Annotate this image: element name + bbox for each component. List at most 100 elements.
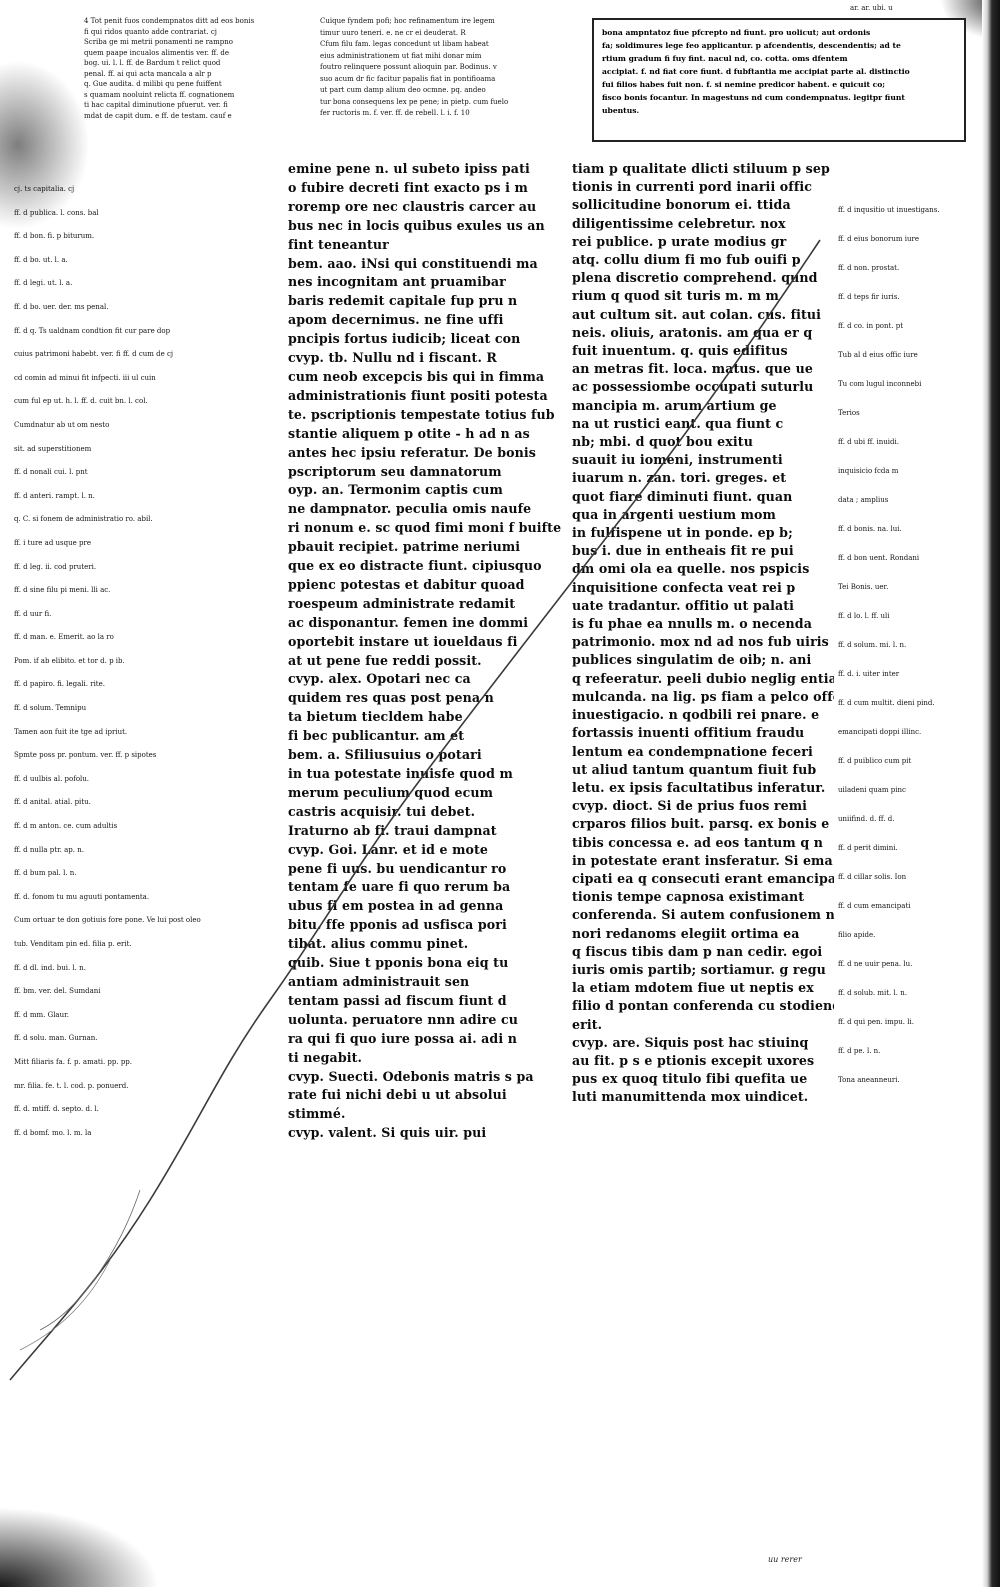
text-line: fi bec publicantur. am et — [288, 728, 465, 744]
margin-gloss-line: ff. d leg. ii. cod pruteri. — [14, 562, 97, 571]
margin-gloss-line: ff. d qui pen. impu. li. — [838, 1018, 914, 1026]
text-line: castris acquisir. tui debet. — [288, 803, 476, 819]
margin-gloss-line: q. C. si fonem de administratio ro. abil… — [14, 515, 153, 524]
text-line: que ex eo distracte fiunt. cipiusquo — [288, 558, 542, 574]
text-line: rei publice. p urate modius gr — [572, 233, 787, 249]
margin-gloss-line: ff. bm. ver. del. Sumdani — [14, 987, 101, 996]
text-line: ri nonum e. sc quod fimi moni f buifte — [288, 520, 562, 536]
right-margin-glosses: ff. d inqusitio ut inuestigans.ff. d eiu… — [838, 196, 972, 1095]
margin-gloss-line: inquisicio fcda m — [838, 467, 899, 475]
margin-gloss-line: ff. d legi. ut. l. a. — [14, 279, 73, 288]
gloss-line: bona ampntatoz fiue pfcrepto nd fiunt. p… — [602, 28, 871, 37]
margin-gloss-line: ff. d. mtiff. d. septo. d. l. — [14, 1105, 99, 1114]
margin-gloss-line: ff. d m anton. ce. cum adultis — [14, 822, 118, 831]
top-left-gloss: 4 Tot penit fuos condempnatos ditt ad eo… — [84, 16, 319, 121]
margin-gloss-line: data ; amplius — [838, 496, 889, 504]
text-line: pene fi uus. bu uendicantur ro — [288, 860, 507, 876]
margin-gloss-line: ff. d uulbis al. pofolu. — [14, 774, 90, 783]
text-line: letu. ex ipsis facultatibus inferatur. — [572, 779, 826, 795]
text-line: na ut rustici eant. qua fiunt c — [572, 415, 784, 431]
text-line: an metras fit. loca. matus. que ue — [572, 361, 813, 377]
margin-gloss-line: ff. d solum. Temnipu — [14, 704, 87, 713]
text-line: tentam passi ad fiscum fiunt d — [288, 992, 507, 1008]
text-line: ti negabit. — [288, 1049, 363, 1065]
text-line: is fu phae ea nnulls m. o necenda — [572, 616, 812, 632]
text-line: pncipis fortus iudicib; liceat con — [288, 331, 521, 347]
text-line: mancipia m. arum artium ge — [572, 397, 777, 413]
text-line: patrimonio. mox nd ad nos fub uiris — [572, 634, 829, 650]
margin-gloss-line: ff. d bo. ut. l. a. — [14, 255, 68, 264]
text-line: tibat. alius commu pinet. — [288, 936, 469, 952]
text-line: q refeeratur. peeli dubio neglig entia — [572, 670, 834, 686]
text-line: roespeum administrate redamit — [288, 595, 516, 611]
margin-gloss-line: ff. d dl. ind. bui. l. n. — [14, 963, 86, 972]
text-line: bitu. ffe pponis ad usfisca pori — [288, 917, 507, 933]
margin-gloss-line: ff. d anital. atial. pitu. — [14, 798, 91, 807]
text-line: tiam p qualitate dlicti stiluum p sep — [572, 161, 830, 176]
margin-gloss-line: ff. d mm. Glaur. — [14, 1010, 69, 1019]
margin-gloss-line: Pom. if ab elibito. et tor d. p ib. — [14, 656, 125, 665]
gloss-line: Scriba ge mi metrii ponamenti ne rampno — [84, 38, 233, 46]
text-line: suauit iu iomeni, instrumenti — [572, 452, 783, 468]
text-line: diligentissime celebretur. nox — [572, 215, 786, 231]
margin-gloss-line: ff. i ture ad usque pre — [14, 538, 91, 547]
margin-gloss-line: ff. d bo. uer. der. ms penal. — [14, 302, 109, 311]
margin-gloss-line: uniifind. d. ff. d. — [838, 815, 895, 823]
gloss-line: tur bona consequens lex pe pene; in piet… — [320, 97, 509, 106]
margin-gloss-line: Tub al d eius offic iure — [838, 351, 918, 359]
gloss-line: fa; soldimures lege feo applicantur. p a… — [602, 41, 901, 50]
margin-gloss-line: ff. d solub. mit. l. n. — [838, 989, 907, 997]
margin-gloss-line: Tona aneanneuri. — [838, 1076, 900, 1084]
text-line: bem. aao. iNsi qui constituendi ma — [288, 255, 538, 271]
margin-gloss-line: ff. d cillar solis. Ion — [838, 873, 907, 881]
footer-note: uu rerer — [768, 1555, 802, 1564]
text-line: lentum ea condempnatione feceri — [572, 743, 813, 759]
margin-gloss-line: filio apide. — [838, 931, 876, 939]
gloss-line: ut part cum damp alium deo ocmne. pq. an… — [320, 86, 486, 94]
margin-gloss-line: cum ful ep ut. h. l. ff. d. cuit bn. l. … — [14, 397, 148, 406]
text-line: publices singulatim de oib; n. ani — [572, 652, 812, 668]
text-line: pus ex quoq titulo fibi quefita ue — [572, 1071, 808, 1087]
gloss-line: 4 Tot penit fuos condempnatos ditt ad eo… — [84, 17, 255, 25]
margin-gloss-line: ff. d bon uent. Rondani — [838, 554, 920, 562]
margin-gloss-line: Mitt filiaris fa. f. p. amati. pp. pp. — [14, 1057, 133, 1066]
text-line: nes incognitam ant pruamibar — [288, 274, 506, 290]
margin-gloss-line: ff. d uur fi. — [14, 609, 52, 618]
text-line: crparos filios buit. parsq. ex bonis e — [572, 816, 830, 832]
margin-gloss-line: ff. d bon. fi. p biturum. — [14, 232, 95, 241]
text-line: fint teneantur — [288, 236, 389, 252]
text-line: cvyp. Goi. Lanr. et id e mote — [288, 841, 489, 857]
text-line: mulcanda. na lig. ps fiam a pelco offo — [572, 688, 834, 704]
gloss-line: fer ructoris m. f. ver. ff. de rebell. l… — [320, 109, 470, 117]
margin-gloss-line: Spmte poss pr. pontum. ver. ff. p sipote… — [14, 751, 157, 760]
text-line: ra qui fi quo iure possa ai. adi n — [288, 1030, 517, 1046]
margin-gloss-line: Tamen aon fuit ite tge ad ipriut. — [14, 727, 128, 736]
top-right-note: ar. ar. ubi. u — [850, 4, 893, 12]
gloss-line: ubentus. — [602, 106, 640, 115]
text-line: la etiam mdotem fiue ut neptis ex — [572, 980, 814, 996]
text-line: ta bietum tiecldem habe — [288, 709, 463, 725]
text-line: uolunta. peruatore nnn adire cu — [288, 1011, 518, 1027]
gloss-line: fisco bonis focantur. In magestuns nd cu… — [602, 93, 905, 102]
text-line: iuarum n. zan. tori. greges. et — [572, 470, 787, 486]
text-line: antiam administrauit sen — [288, 973, 470, 989]
margin-gloss-line: ff. d bonis. na. lui. — [838, 525, 902, 533]
boxed-gloss: bona ampntatoz fiue pfcrepto nd fiunt. p… — [592, 18, 966, 142]
text-line: quidem res quas post pena n — [288, 690, 494, 706]
margin-gloss-line: ff. d solum. mi. l. n. — [838, 641, 907, 649]
margin-gloss-line: ff. d ne uuir pena. lu. — [838, 960, 913, 968]
text-line: cvyp. alex. Opotari nec ca — [288, 671, 471, 687]
text-line: tibis concessa e. ad eos tantum q n — [572, 834, 823, 850]
margin-gloss-line: ff. d pe. l. n. — [838, 1047, 881, 1055]
text-line: inquisitione confecta veat rei p — [572, 579, 796, 595]
margin-gloss-line: ff. d ubi ff. inuidi. — [838, 438, 899, 446]
margin-gloss-line: uiladeni quam pinc — [838, 786, 906, 794]
text-line: stantie aliquem p otite - h ad n as — [288, 425, 530, 441]
margin-gloss-line: Cumdnatur ab ut om nesto — [14, 420, 110, 429]
text-line: ubus fi em postea in ad genna — [288, 898, 504, 914]
text-line: aut cultum sit. aut colan. cus. fitui — [572, 306, 822, 322]
margin-gloss-line: Tei Bonis. uer. — [838, 583, 889, 591]
text-line: bem. a. Sfiliusuius o potari — [288, 747, 482, 763]
text-line: neis. oliuis, aratonis. am qua er q — [572, 324, 813, 340]
margin-gloss-line: Tu com lugul inconnebi — [838, 380, 922, 388]
